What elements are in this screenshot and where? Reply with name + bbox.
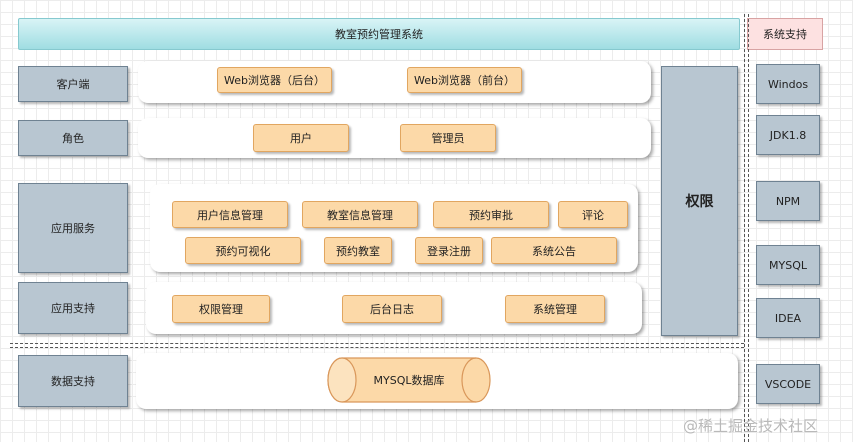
sup-permission-mgmt: 权限管理 xyxy=(172,295,270,323)
support-mysql: MYSQL xyxy=(756,245,820,285)
web-browser-frontend-label: Web浏览器（前台） xyxy=(414,74,515,87)
role-admin: 管理员 xyxy=(400,124,496,152)
client-panel xyxy=(138,61,651,103)
support-windows-label: Windos xyxy=(767,77,809,91)
layer-label-role-text: 角色 xyxy=(62,132,84,145)
web-browser-backend: Web浏览器（后台） xyxy=(217,67,332,93)
support-mysql-label: MYSQL xyxy=(769,258,807,272)
support-idea-label: IDEA xyxy=(774,311,802,325)
role-user-label: 用户 xyxy=(290,132,312,145)
svc-classroom-info-label: 教室信息管理 xyxy=(327,208,393,222)
support-windows: Windos xyxy=(756,64,820,104)
layer-label-app-service-text: 应用服务 xyxy=(51,222,95,235)
svc-reservation-visual: 预约可视化 xyxy=(185,237,301,264)
layer-label-app-support-text: 应用支持 xyxy=(51,302,95,315)
svc-classroom-info: 教室信息管理 xyxy=(302,201,418,228)
svc-user-info-label: 用户信息管理 xyxy=(197,208,263,222)
permission-box: 权限 xyxy=(661,66,738,336)
svc-login-register: 登录注册 xyxy=(415,237,483,264)
sup-backend-log-label: 后台日志 xyxy=(370,303,414,316)
svc-reservation-approval-label: 预约审批 xyxy=(469,208,513,222)
sup-system-mgmt-label: 系统管理 xyxy=(533,303,577,316)
system-support-title: 系统支持 xyxy=(763,28,807,41)
svc-comment: 评论 xyxy=(558,201,628,228)
web-browser-frontend: Web浏览器（前台） xyxy=(407,67,522,93)
layer-label-role: 角色 xyxy=(18,120,128,156)
sup-permission-mgmt-label: 权限管理 xyxy=(199,303,243,316)
layer-label-app-service: 应用服务 xyxy=(18,183,128,273)
svc-reserve-classroom-label: 预约教室 xyxy=(336,244,380,258)
svc-reservation-visual-label: 预约可视化 xyxy=(215,244,271,258)
sup-backend-log: 后台日志 xyxy=(342,295,442,323)
support-vscode-label: VSCODE xyxy=(764,377,812,391)
svc-user-info: 用户信息管理 xyxy=(172,201,288,228)
role-admin-label: 管理员 xyxy=(431,132,465,145)
svc-system-notice: 系统公告 xyxy=(491,237,617,264)
system-title: 教室预约管理系统 xyxy=(335,28,423,41)
layer-label-app-support: 应用支持 xyxy=(18,282,128,334)
layer-label-client: 客户端 xyxy=(18,66,128,102)
role-panel xyxy=(138,118,651,158)
horizontal-separator-inner xyxy=(10,347,744,348)
database-cylinder-icon xyxy=(327,357,491,403)
svc-reserve-classroom: 预约教室 xyxy=(324,237,392,264)
support-npm: NPM xyxy=(756,181,820,221)
layer-label-data-support: 数据支持 xyxy=(18,355,128,407)
permission-label: 权限 xyxy=(685,194,714,210)
watermark: @稀土掘金技术社区 xyxy=(683,414,848,436)
system-title-bar: 教室预约管理系统 xyxy=(18,18,740,50)
support-jdk: JDK1.8 xyxy=(756,115,820,155)
horizontal-separator xyxy=(10,343,744,344)
database-label-wrap: MYSQL数据库 xyxy=(326,356,492,404)
svc-login-register-label: 登录注册 xyxy=(427,244,471,258)
support-npm-label: NPM xyxy=(775,194,801,208)
database-label: MYSQL数据库 xyxy=(373,374,445,387)
vertical-separator-inner xyxy=(748,14,749,442)
layer-label-data-support-text: 数据支持 xyxy=(51,375,95,388)
system-support-header: 系统支持 xyxy=(747,18,823,50)
svc-reservation-approval: 预约审批 xyxy=(433,201,549,228)
svc-system-notice-label: 系统公告 xyxy=(532,244,576,258)
watermark-text: @稀土掘金技术社区 xyxy=(683,416,819,435)
layer-label-client-text: 客户端 xyxy=(56,78,90,91)
svc-comment-label: 评论 xyxy=(582,208,604,222)
support-vscode: VSCODE xyxy=(756,364,820,404)
sup-system-mgmt: 系统管理 xyxy=(505,295,605,323)
support-jdk-label: JDK1.8 xyxy=(769,128,807,142)
vertical-separator xyxy=(744,14,745,442)
web-browser-backend-label: Web浏览器（后台） xyxy=(224,74,325,87)
role-user: 用户 xyxy=(253,124,349,152)
support-idea: IDEA xyxy=(756,298,820,338)
